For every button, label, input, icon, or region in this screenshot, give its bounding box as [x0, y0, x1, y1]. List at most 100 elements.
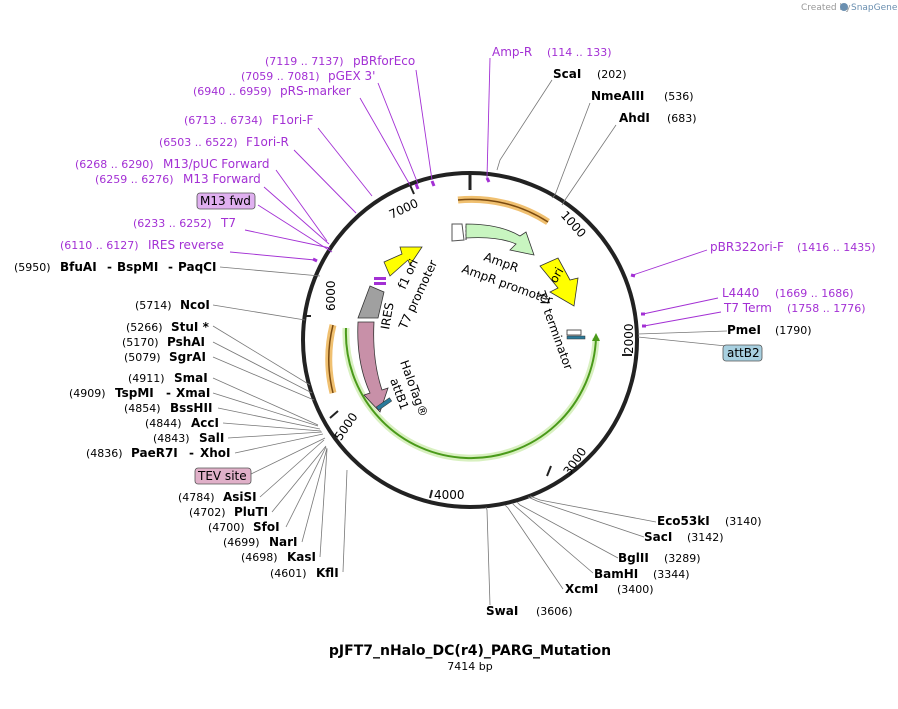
tev-site-label: TEV site — [197, 469, 247, 483]
f1-ori-feature — [383, 246, 423, 277]
enzyme-pshai-pos: (5170) — [122, 336, 159, 349]
enzyme-leaders-right — [485, 79, 728, 606]
enzyme-asisi-pos: (4784) — [178, 491, 215, 504]
enzyme-smai-pos: (4911) — [128, 372, 165, 385]
enzyme-asisi: AsiSI — [223, 490, 257, 504]
enzyme-labels-left: (5950) BfuAI - BspMI - PaqCI (5714) NcoI… — [14, 260, 339, 580]
enzyme-labels-right: ScaI (202) NmeAIII (536) AhdI (683) PmeI… — [486, 67, 812, 618]
t7-promoter-icon — [374, 277, 386, 285]
enzyme-smai: SmaI — [174, 371, 208, 385]
attb2-box: attB2 — [722, 344, 763, 362]
tick-1000: 1000 — [558, 208, 589, 240]
enzyme-saci: SacI — [644, 530, 672, 544]
enzyme-kfli-pos: (4601) — [270, 567, 307, 580]
ires-label: IRES — [378, 301, 396, 330]
m13-fwd-label: M13 fwd — [200, 194, 251, 208]
enzyme-bglii-pos: (3289) — [664, 552, 701, 565]
enzyme-sfoi-pos: (4700) — [208, 521, 245, 534]
enzyme-paqci: PaqCI — [178, 260, 216, 274]
enzyme-ncoi: NcoI — [180, 298, 210, 312]
attb1-icon — [375, 397, 393, 411]
primer-f1ori-r-pos: (6503 .. 6522) — [159, 136, 238, 149]
enzyme-kasi-pos: (4698) — [241, 551, 278, 564]
enzyme-kfli: KflI — [316, 566, 339, 580]
enzyme-pluti-pos: (4702) — [189, 506, 226, 519]
primer-l4440: L4440 — [722, 286, 759, 300]
enzyme-bspmi: BspMI — [117, 260, 158, 274]
primer-pbrforeco-pos: (7119 .. 7137) — [265, 55, 344, 68]
enzyme-bsshii-pos: (4854) — [124, 402, 161, 415]
primer-t7-term-pos: (1758 .. 1776) — [787, 302, 866, 315]
enzyme-kasi: KasI — [287, 550, 316, 564]
tick-7000: 7000 — [387, 196, 421, 222]
primer-leaders — [229, 57, 727, 477]
enzyme-stui-pos: (5266) — [126, 321, 163, 334]
tick-4000: 4000 — [434, 488, 465, 502]
enzyme-scai: ScaI — [553, 67, 581, 81]
primer-pbr322ori-f: pBR322ori-F — [710, 240, 784, 254]
enzyme-nari-pos: (4699) — [223, 536, 260, 549]
tick-6000: 6000 — [324, 280, 338, 311]
attb2-label: attB2 — [727, 346, 760, 360]
enzyme-xcmi: XcmI — [565, 582, 598, 596]
enzyme-sgrai: SgrAI — [169, 350, 206, 364]
primer-t7-term: T7 Term — [723, 301, 772, 315]
primer-l4440-pos: (1669 .. 1686) — [775, 287, 854, 300]
ori-label: ori — [546, 265, 566, 286]
enzyme-xcmi-pos: (3400) — [617, 583, 654, 596]
enzyme-sali-pos: (4843) — [153, 432, 190, 445]
tick-2000: 2000 — [622, 323, 636, 354]
enzyme-eco53ki: Eco53kI — [657, 514, 710, 528]
enzyme-sali: SalI — [199, 431, 224, 445]
enzyme-ahdi: AhdI — [619, 111, 650, 125]
enzyme-pmei: PmeI — [727, 323, 761, 337]
primer-labels-left: (7119 .. 7137) pBRforEco (7059 .. 7081) … — [60, 54, 415, 252]
enzyme-paer7i: PaeR7I — [131, 446, 178, 460]
enzyme-tspmi-pos: (4909) — [69, 387, 106, 400]
primer-m13fwd: M13 Forward — [183, 172, 261, 186]
primer-m13puc-pos: (6268 .. 6290) — [75, 158, 154, 171]
enzyme-sgrai-pos: (5079) — [124, 351, 161, 364]
snapgene-logo-icon — [840, 3, 848, 11]
primer-pgex: pGEX 3' — [328, 69, 375, 83]
created-by-text: Created by — [801, 3, 851, 13]
enzyme-nmeaiii-pos: (536) — [664, 90, 694, 103]
halotag-feature — [357, 321, 389, 413]
primer-labels-right: Amp-R (114 .. 133) pBR322ori-F (1416 .. … — [492, 45, 876, 315]
svg-text:-: - — [166, 386, 171, 400]
primer-pgex-pos: (7059 .. 7081) — [241, 70, 320, 83]
ampr-feature — [451, 223, 535, 256]
enzyme-nari: NarI — [269, 535, 298, 549]
primer-amp-r-pos: (114 .. 133) — [547, 46, 612, 59]
m13-fwd-box: M13 fwd — [196, 192, 256, 210]
primer-f1ori-f-pos: (6713 .. 6734) — [184, 114, 263, 127]
enzyme-leaders-left — [212, 266, 348, 573]
enzyme-acci: AccI — [191, 416, 219, 430]
enzyme-bfuai: BfuAI — [60, 260, 97, 274]
enzyme-bamhi-pos: (3344) — [653, 568, 690, 581]
primer-f1ori-f: F1ori-F — [272, 113, 313, 127]
plasmid-size: 7414 bp — [447, 660, 492, 673]
svg-text:-: - — [168, 260, 173, 274]
primer-t7-pos: (6233 .. 6252) — [133, 217, 212, 230]
enzyme-ncoi-pos: (5714) — [135, 299, 172, 312]
enzyme-saci-pos: (3142) — [687, 531, 724, 544]
primer-m13puc: M13/pUC Forward — [163, 157, 270, 171]
tev-site-box: TEV site — [194, 467, 252, 485]
enzyme-ahdi-pos: (683) — [667, 112, 697, 125]
primer-prs-marker: pRS-marker — [280, 84, 351, 98]
enzyme-paer7i-pos: (4836) — [86, 447, 123, 460]
enzyme-swai: SwaI — [486, 604, 518, 618]
primer-ires-reverse: IRES reverse — [148, 238, 224, 252]
enzyme-nmeaiii: NmeAIII — [591, 89, 644, 103]
enzyme-stui: StuI * — [171, 320, 210, 334]
enzyme-pluti: PluTI — [234, 505, 268, 519]
enzyme-bfuai-pos: (5950) — [14, 261, 51, 274]
ori-feature — [539, 257, 579, 307]
primer-amp-r: Amp-R — [492, 45, 532, 59]
primer-pbr322ori-f-pos: (1416 .. 1435) — [797, 241, 876, 254]
enzyme-xmai: XmaI — [176, 386, 210, 400]
snapgene-brand-text: SnapGene — [851, 3, 898, 13]
primer-m13fwd-pos: (6259 .. 6276) — [95, 173, 174, 186]
